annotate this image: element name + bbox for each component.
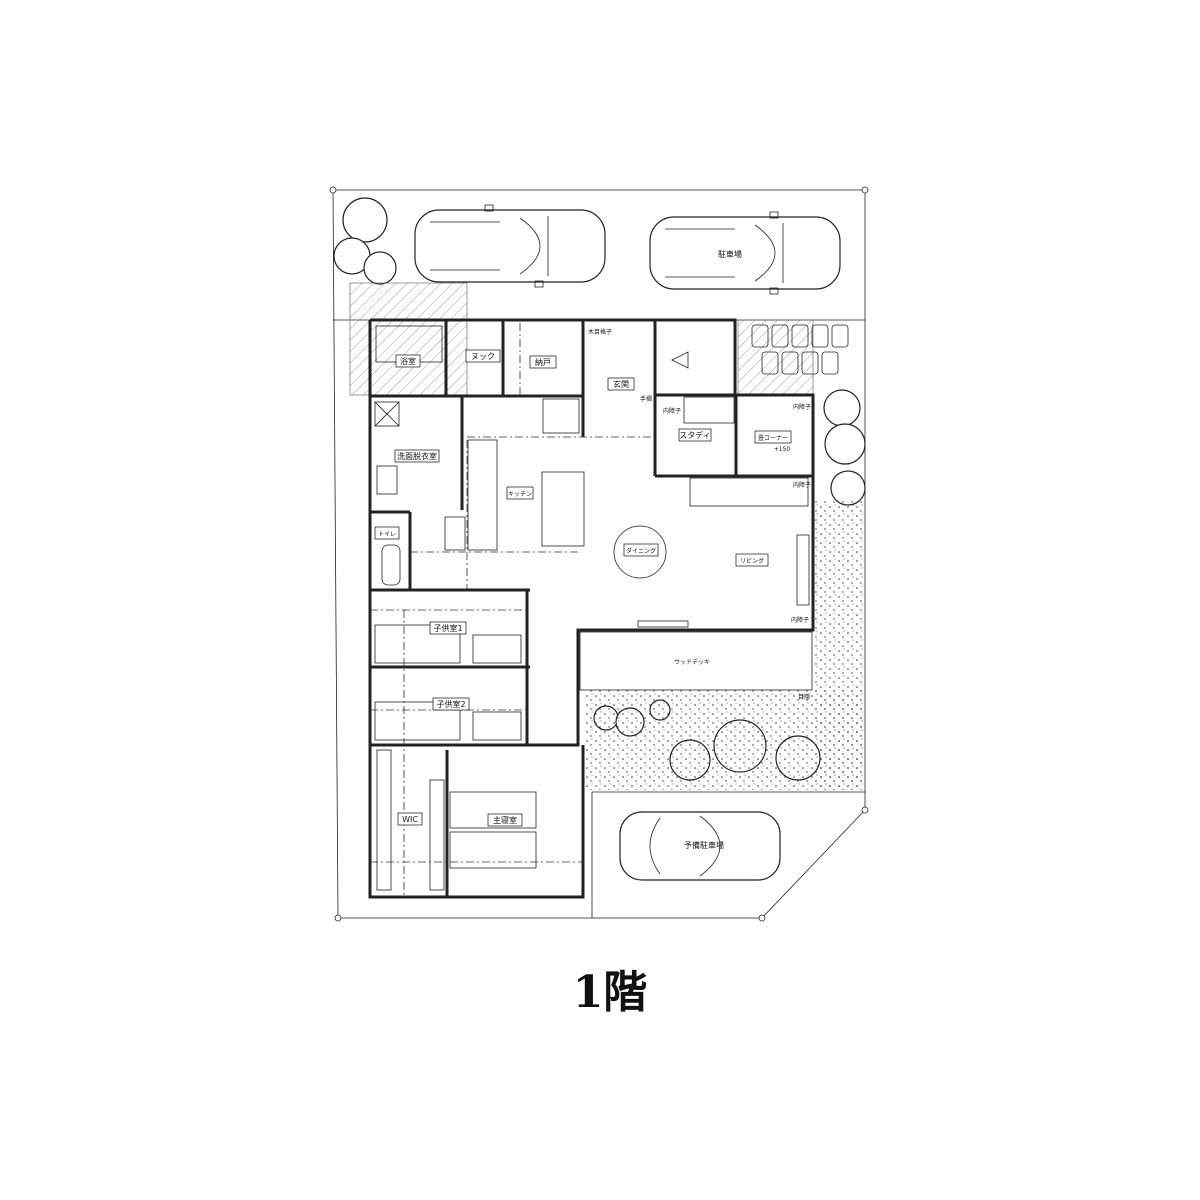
svg-text:ダイニング: ダイニング: [626, 547, 656, 555]
car-2-icon: [649, 211, 841, 295]
label-nook: ヌック: [465, 349, 501, 363]
interior-walls: [370, 320, 813, 897]
label-toilet: トイレ: [374, 526, 400, 540]
svg-text:リビング: リビング: [740, 557, 764, 565]
svg-text:ヌック: ヌック: [471, 352, 495, 361]
svg-text:キッチン: キッチン: [508, 491, 532, 498]
svg-text:トイレ: トイレ: [378, 531, 396, 538]
svg-text:畳コーナー: 畳コーナー: [758, 435, 788, 442]
gravel-garden: [584, 690, 864, 790]
svg-text:スタディ: スタディ: [679, 430, 710, 440]
label-kitchen: キッチン: [506, 486, 534, 500]
svg-text:主寝室: 主寝室: [493, 815, 517, 825]
label-study: スタディ: [678, 428, 712, 442]
room-labels: 浴室 ヌック 納戸 玄関 スタディ 畳コーナー +150 洗面脱衣室: [374, 249, 792, 850]
label-parking: 駐車場: [718, 249, 742, 259]
exterior-walls: [368, 318, 815, 899]
label-washroom: 洗面脱衣室: [394, 449, 440, 463]
svg-text:子供室1: 子供室1: [433, 623, 462, 633]
entrance-arrow-icon: [671, 351, 689, 369]
label-living: リビング: [735, 553, 769, 567]
label-entrance: 玄関: [607, 377, 635, 391]
grid-lines: [370, 323, 655, 897]
svg-text:洗面脱衣室: 洗面脱衣室: [397, 451, 437, 461]
note-inner-shoji-c: 内障子: [791, 616, 809, 624]
label-tatami: 畳コーナー: [754, 430, 792, 444]
note-inner-shoji-b: 内障子: [793, 481, 811, 489]
note-fence: 目隠: [798, 693, 810, 701]
label-child2: 子供室2: [432, 697, 470, 711]
label-master: 主寝室: [487, 813, 523, 827]
label-bath: 浴室: [395, 354, 421, 368]
label-storage: 納戸: [529, 355, 557, 369]
label-spare-parking: 予備駐車場: [684, 840, 724, 850]
svg-text:子供室2: 子供室2: [436, 699, 465, 709]
car-3-icon: [619, 811, 781, 881]
svg-text:納戸: 納戸: [535, 357, 551, 367]
label-dining: ダイニング: [623, 543, 659, 557]
floor-title: 1階: [573, 967, 648, 1018]
note-inner-lattice: 内障子: [663, 407, 681, 415]
svg-text:玄関: 玄関: [613, 379, 629, 389]
note-lattice: 木目格子: [588, 328, 612, 336]
hatched-area-entry: [737, 319, 814, 396]
stepping-stones: [751, 324, 849, 375]
svg-text:WIC: WIC: [402, 815, 418, 824]
svg-text:浴室: 浴室: [400, 356, 416, 366]
car-1-icon: [414, 204, 606, 288]
note-inner-shoji-a: 内障子: [793, 403, 811, 411]
label-deck: ウッドデッキ: [674, 658, 710, 666]
label-child1: 子供室1: [429, 621, 467, 635]
label-wic: WIC: [397, 812, 423, 826]
annotations: 木目格子 手摺 内障子 内障子 内障子 内障子 目隠: [588, 328, 811, 701]
fixtures: [374, 325, 813, 891]
tatami-note: +150: [774, 446, 791, 453]
note-handrail: 手摺: [640, 395, 652, 403]
hatched-area-bath: [349, 282, 468, 396]
